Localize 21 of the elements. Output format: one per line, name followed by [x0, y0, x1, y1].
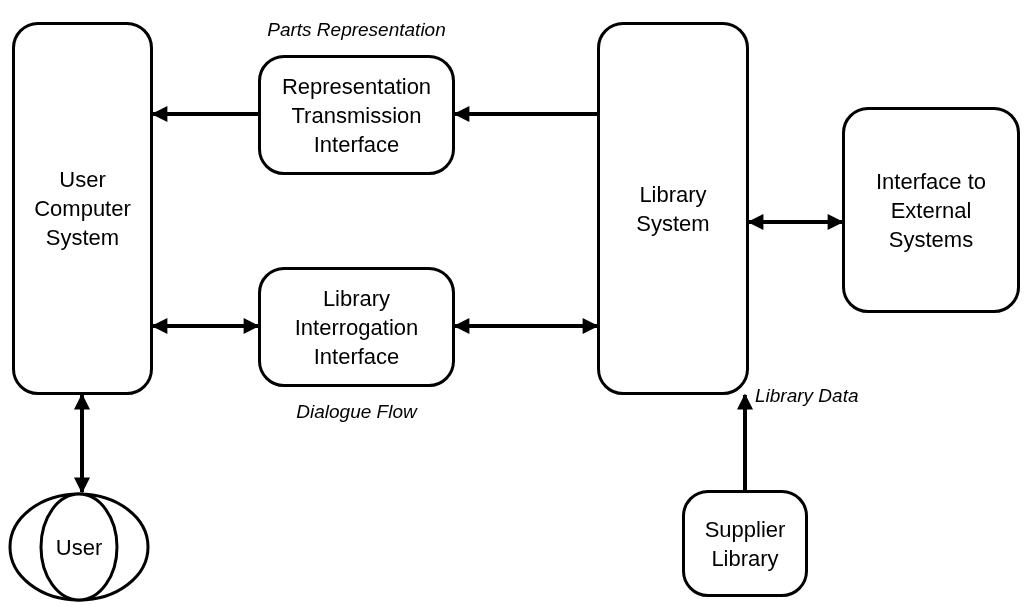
process-box: [682, 490, 808, 597]
process-box: [597, 22, 749, 395]
arrow: [737, 393, 753, 490]
process-box: [842, 107, 1020, 313]
arrow: [453, 106, 597, 122]
arrow: [453, 318, 599, 334]
node-text: Library Interrogation Interface: [293, 284, 420, 371]
node-label: Dialogue Flow: [295, 399, 419, 424]
node-text: User Computer System: [33, 166, 132, 252]
node-text: Interface to External Systems: [874, 167, 988, 254]
process-box: [12, 22, 153, 395]
arrow: [151, 106, 258, 122]
node-label: Parts Representation: [266, 18, 447, 42]
node-text: Library System: [635, 180, 711, 238]
arrow: [74, 393, 90, 494]
user-ellipse: [8, 492, 150, 602]
node-text: Supplier Library: [703, 515, 787, 573]
arrow: [151, 318, 260, 334]
node-text: Representation Transmission Interface: [280, 72, 433, 159]
node-text: User: [54, 533, 104, 562]
arrow: [747, 214, 844, 230]
